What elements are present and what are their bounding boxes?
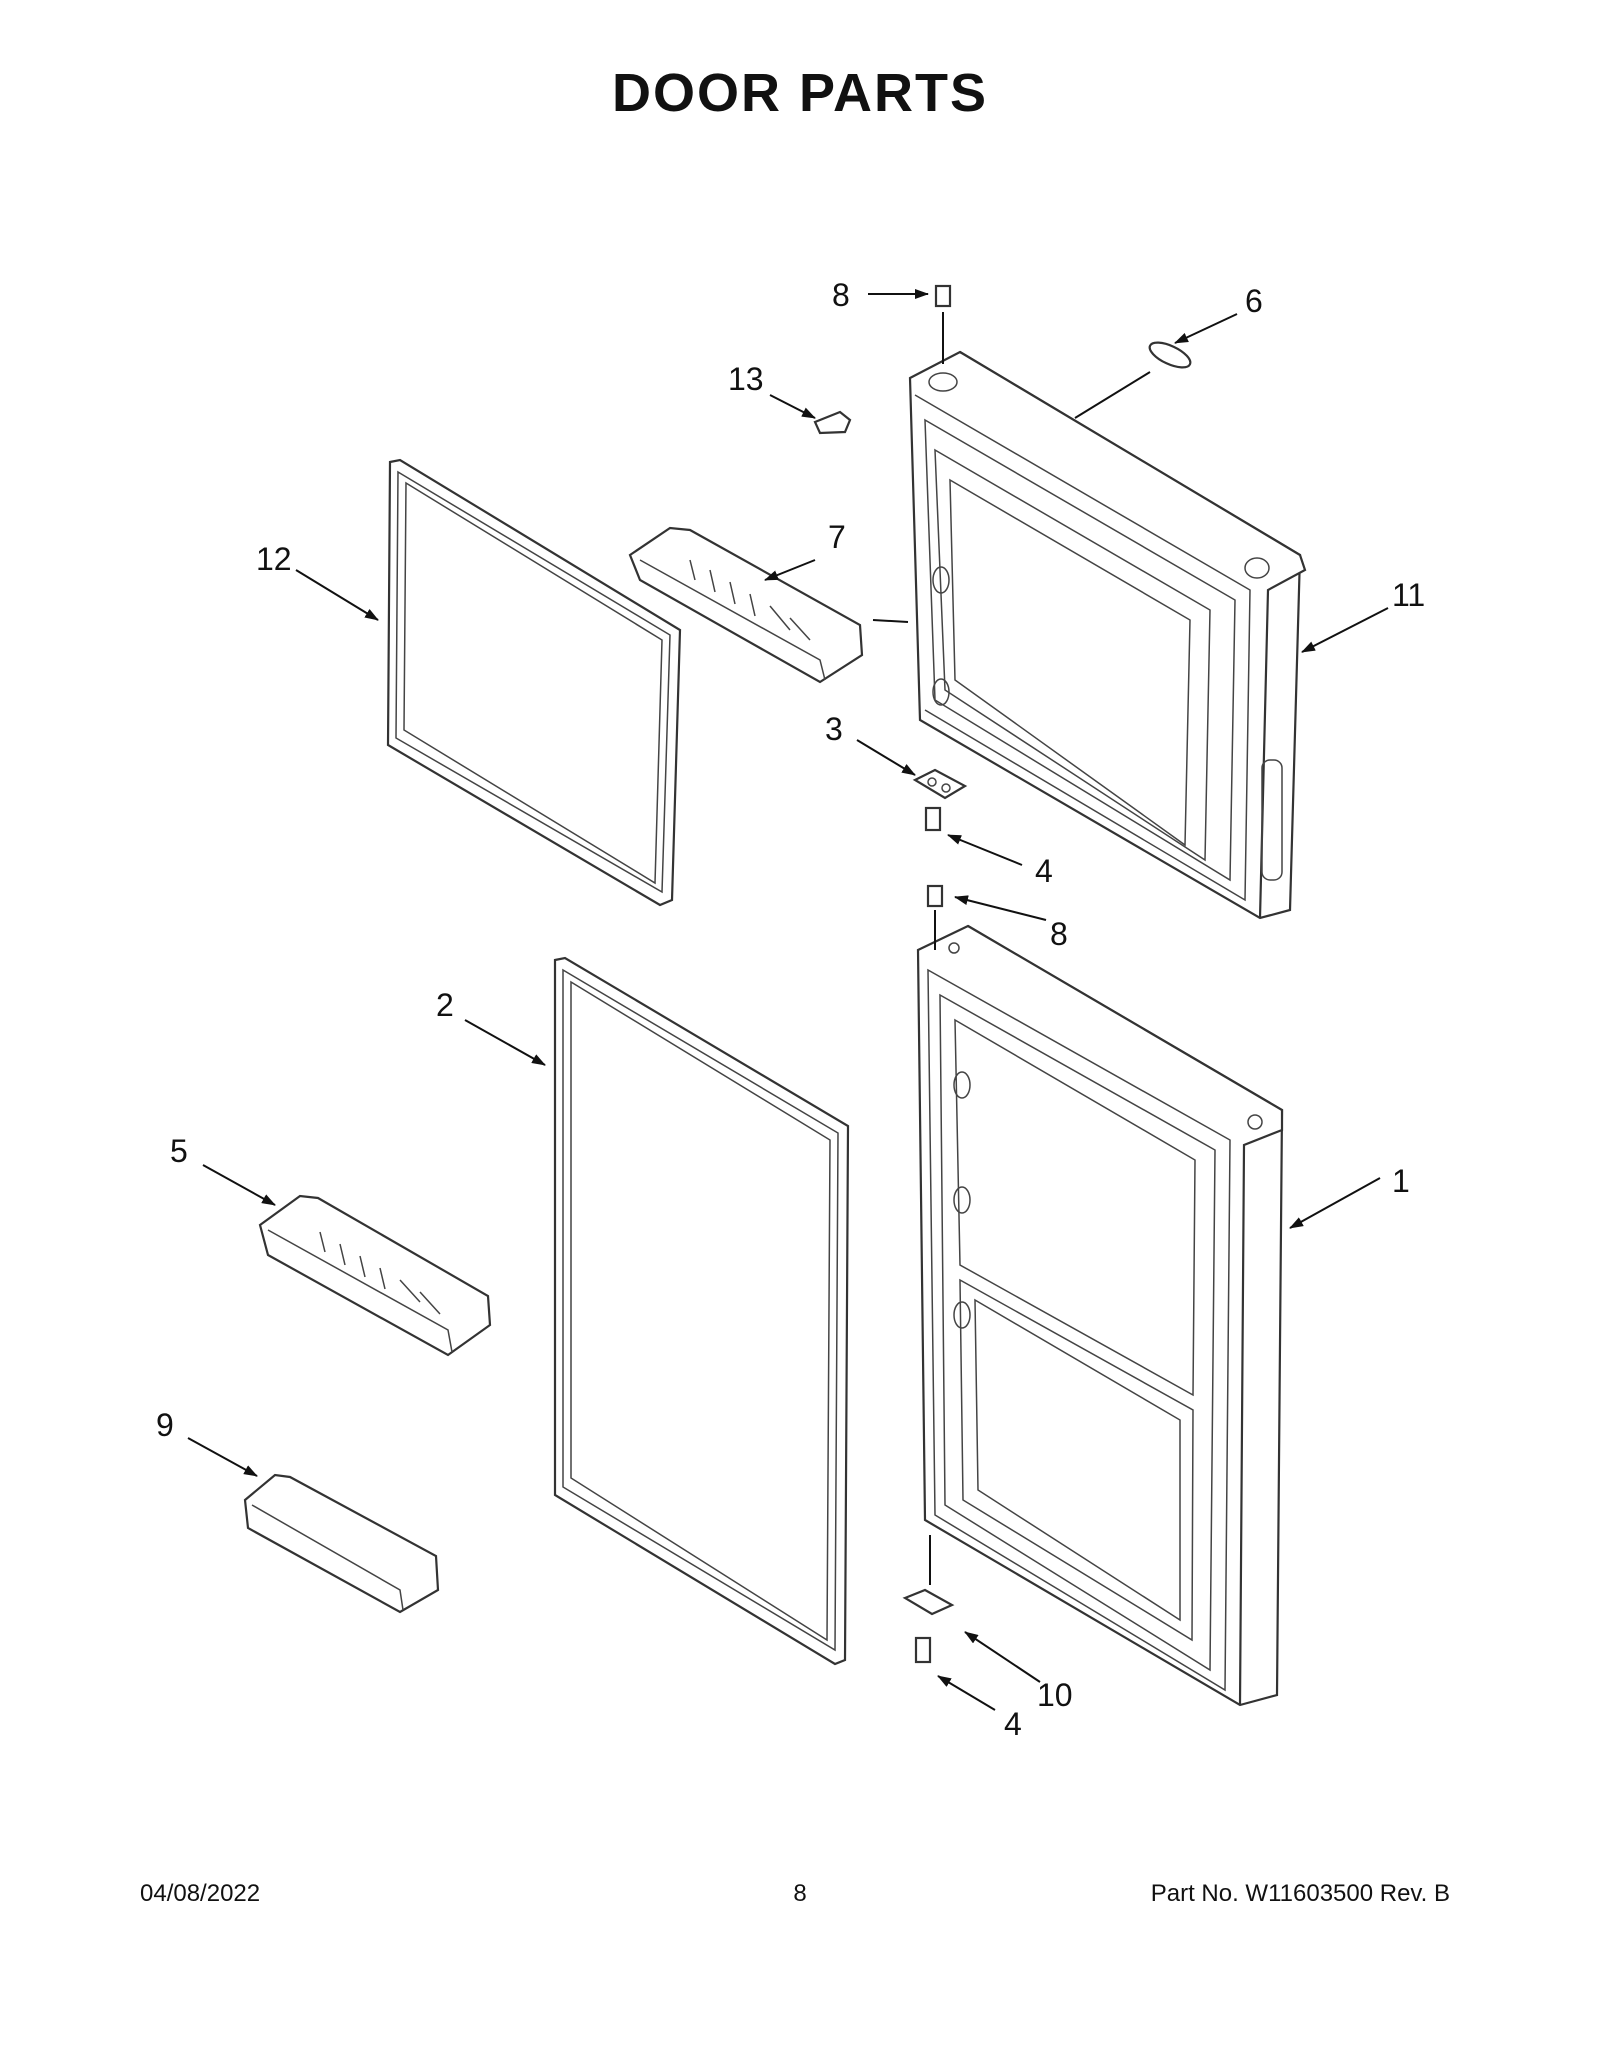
- callout-10: 10: [1037, 1677, 1073, 1713]
- callout-2: 2: [436, 987, 454, 1023]
- callout-9: 9: [156, 1407, 174, 1443]
- callout-11: 11: [1392, 577, 1425, 613]
- footer-part-number: Part No. W11603500 Rev. B: [1150, 1880, 1450, 1907]
- callout-8-middle: 8: [1050, 916, 1068, 952]
- callout-1: 1: [1392, 1163, 1410, 1199]
- leader-arrows: [187, 289, 1389, 1711]
- hinge-screw-upper: [924, 806, 942, 832]
- callout-12: 12: [256, 541, 292, 577]
- callout-6: 6: [1245, 283, 1263, 319]
- footer-date: 04/08/2022: [140, 1880, 261, 1907]
- hinge-screw-lower: [914, 1636, 932, 1664]
- center-hinge: [872, 619, 968, 800]
- oring-washer: [1074, 341, 1192, 419]
- hinge-pin-top: [934, 284, 952, 364]
- refrigerator-door-bin-small: [243, 1473, 440, 1614]
- freezer-door-gasket: [386, 458, 682, 907]
- page-title: DOOR PARTS: [611, 63, 988, 123]
- footer-page-number: 8: [793, 1880, 807, 1907]
- callout-3: 3: [825, 711, 843, 747]
- callout-13: 13: [728, 361, 764, 397]
- freezer-door-bin: [628, 526, 864, 684]
- freezer-door: [908, 350, 1307, 920]
- callout-5: 5: [170, 1133, 188, 1169]
- hinge-cap: [813, 410, 852, 435]
- callout-4-upper: 4: [1035, 853, 1053, 889]
- callout-4-lower: 4: [1004, 1706, 1022, 1742]
- bottom-hinge: [902, 1535, 955, 1616]
- refrigerator-door-gasket: [553, 956, 850, 1666]
- callout-7: 7: [828, 519, 846, 555]
- hinge-pin-middle: [926, 884, 944, 950]
- callout-8-top: 8: [832, 277, 850, 313]
- refrigerator-door-bin-large: [258, 1194, 492, 1357]
- refrigerator-door: [916, 924, 1284, 1707]
